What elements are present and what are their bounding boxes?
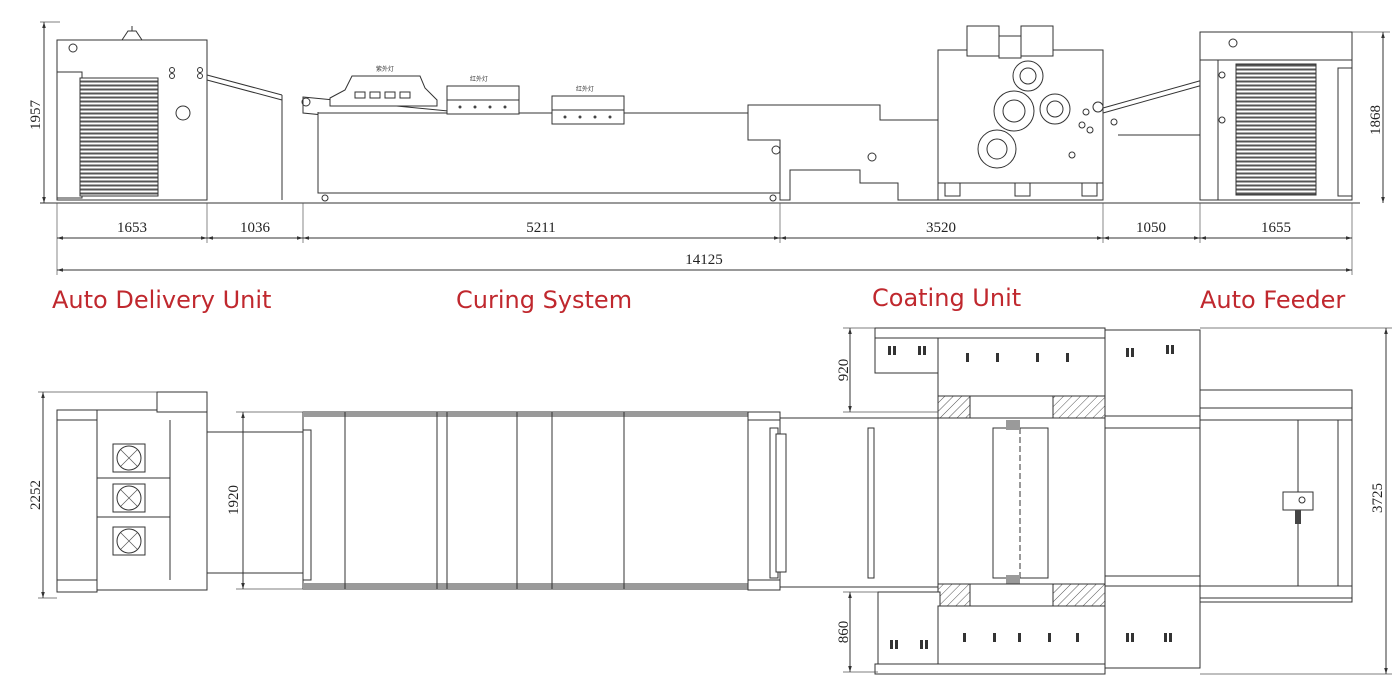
dim-delivery: 1653 <box>117 220 147 236</box>
ir-lamp-label-1: 红外灯 <box>470 75 488 83</box>
dim-total: 14125 <box>685 252 723 268</box>
dim-transition: 1036 <box>240 220 271 236</box>
dim-plan-delivery-width: 2252 <box>28 480 44 510</box>
delivery-unit-side <box>56 26 283 201</box>
label-curing-system: Curing System <box>456 286 632 314</box>
dim-plan-overall-width: 3725 <box>1370 483 1386 513</box>
dim-plan-top-cabinet: 920 <box>836 359 852 382</box>
dim-coating: 3520 <box>926 220 956 236</box>
curing-system-plan <box>302 411 787 591</box>
coating-unit-plan <box>874 327 1201 675</box>
curing-system-side: 紫外灯 红外灯 红外灯 <box>301 65 781 202</box>
fan-icon <box>112 443 146 473</box>
feeder-unit-plan <box>1104 389 1353 603</box>
fan-icon <box>112 526 146 556</box>
uv-lamp-label: 紫外灯 <box>376 65 394 73</box>
fan-icon <box>112 483 146 513</box>
uv-lamp-housing: 紫外灯 <box>329 65 438 107</box>
ir-lamp-housing-2: 红外灯 <box>551 85 625 125</box>
dim-height-left: 1957 <box>28 100 44 131</box>
dim-feeder: 1655 <box>1261 220 1291 236</box>
dim-height-right: 1868 <box>1368 105 1384 135</box>
ir-lamp-housing-1: 红外灯 <box>446 75 520 115</box>
ir-lamp-label-2: 红外灯 <box>576 85 594 93</box>
dim-feed-transfer: 1050 <box>1136 220 1166 236</box>
label-auto-feeder: Auto Feeder <box>1200 286 1345 314</box>
dim-plan-conveyor-width: 1920 <box>226 485 242 515</box>
delivery-unit-plan <box>56 391 208 593</box>
plan-view: 2252 1920 920 860 3725 <box>28 327 1392 675</box>
side-view: 紫外灯 红外灯 红外灯 <box>28 21 1390 275</box>
label-coating-unit: Coating Unit <box>872 284 1021 312</box>
dim-plan-bottom-cabinet: 860 <box>836 621 852 644</box>
feeder-unit-side <box>1092 31 1353 201</box>
dim-curing: 5211 <box>526 220 555 236</box>
coating-unit-side <box>747 25 1104 201</box>
label-auto-delivery-unit: Auto Delivery Unit <box>52 286 271 314</box>
